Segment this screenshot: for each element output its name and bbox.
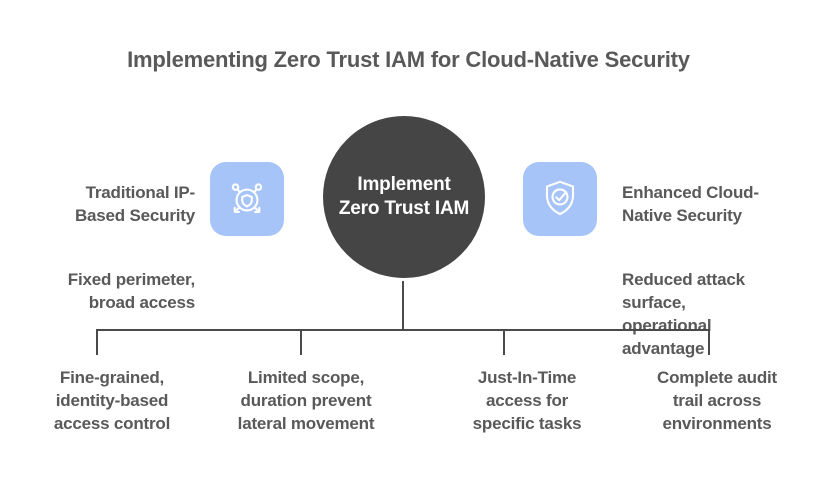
- branch-label-2: Limited scope, duration prevent lateral …: [237, 368, 375, 433]
- left-text-block: Traditional IP- Based Security Fixed per…: [30, 158, 195, 337]
- left-heading: Traditional IP- Based Security: [74, 183, 195, 225]
- center-node-label: Implement Zero Trust IAM: [338, 174, 470, 219]
- diagram-title: Implementing Zero Trust IAM for Cloud-Na…: [127, 47, 690, 72]
- network-shield-icon: [222, 174, 272, 224]
- cloud-native-security-node: [523, 162, 597, 236]
- traditional-security-node: [210, 162, 284, 236]
- branch-label-4: Complete audit trail across environments: [657, 368, 777, 433]
- connector-drop-4: [708, 329, 710, 355]
- connector-horizontal: [96, 329, 710, 331]
- connector-stem: [402, 278, 404, 330]
- right-subtext: Reduced attack surface, operational adva…: [622, 270, 745, 358]
- connector-drop-2: [300, 329, 302, 355]
- connector-drop-3: [503, 329, 505, 355]
- left-subtext: Fixed perimeter, broad access: [67, 270, 195, 312]
- right-heading: Enhanced Cloud- Native Security: [622, 183, 759, 225]
- right-text-block: Enhanced Cloud- Native Security Reduced …: [622, 158, 787, 383]
- branch-label-1: Fine-grained, identity-based access cont…: [53, 368, 171, 433]
- shield-check-icon: [535, 174, 585, 224]
- center-node: Implement Zero Trust IAM: [320, 113, 488, 281]
- connector-drop-1: [96, 329, 98, 355]
- branch-label-3: Just-In-Time access for specific tasks: [472, 368, 582, 433]
